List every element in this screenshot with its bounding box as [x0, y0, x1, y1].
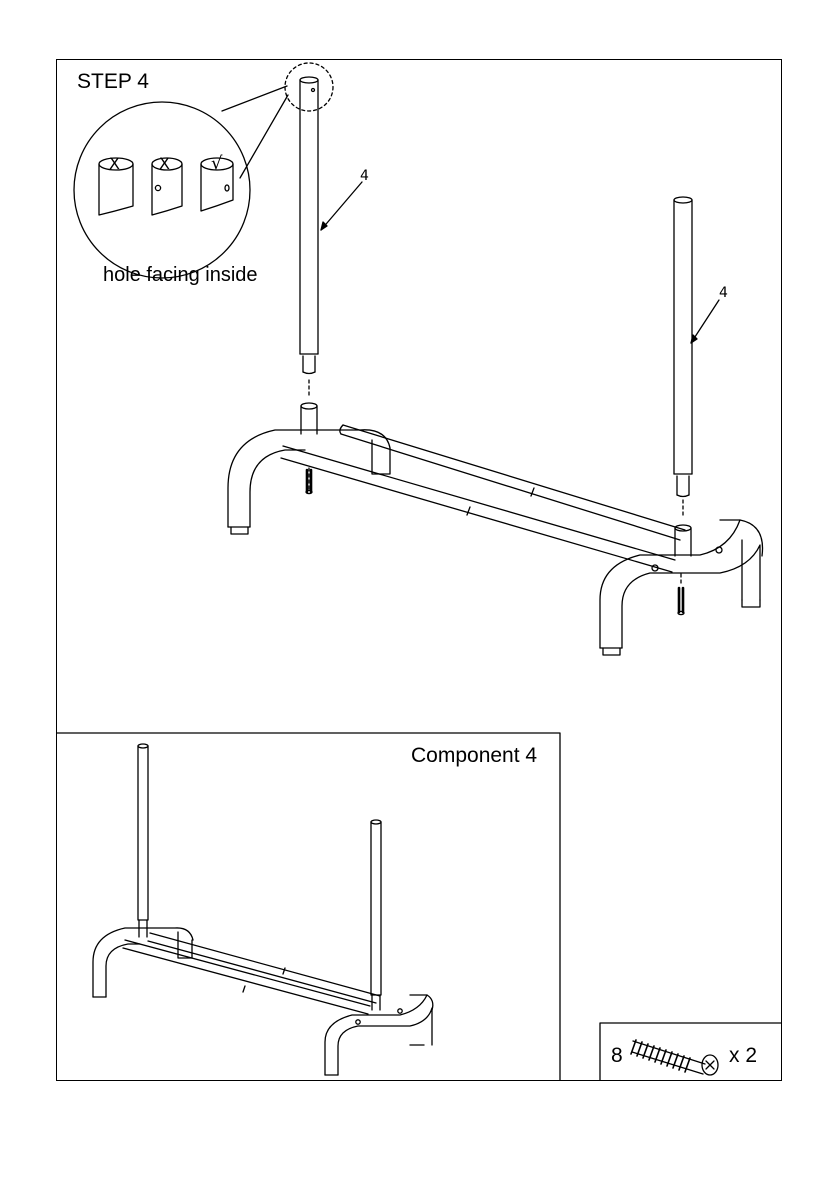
- hole-orientation-note: hole facing inside: [103, 264, 258, 287]
- base-frame: [228, 403, 763, 655]
- hardware-quantity: x 2: [729, 1044, 757, 1068]
- correct-mark: √: [211, 153, 222, 174]
- detail-source-circle: [285, 63, 333, 111]
- upright-pole-2: [674, 197, 692, 518]
- step-title: STEP 4: [77, 70, 149, 94]
- callout-leader-1: [321, 182, 362, 230]
- detail-leader-lines: [222, 86, 288, 178]
- component-4-drawing: [93, 744, 433, 1075]
- component-panel-border: [57, 733, 560, 1080]
- screw-right: [678, 574, 684, 615]
- hardware-part-number: 8: [611, 1044, 623, 1068]
- callout-part-4-right: 4: [719, 285, 728, 301]
- incorrect-mark-1: X: [109, 154, 120, 173]
- component-title: Component 4: [411, 744, 537, 768]
- screw-left: [306, 468, 312, 494]
- detail-circle: [74, 102, 250, 278]
- incorrect-mark-2: X: [159, 154, 170, 173]
- upright-pole-1: [300, 77, 318, 395]
- hardware-screw-8: [631, 1040, 718, 1075]
- callout-part-4-left: 4: [360, 168, 369, 184]
